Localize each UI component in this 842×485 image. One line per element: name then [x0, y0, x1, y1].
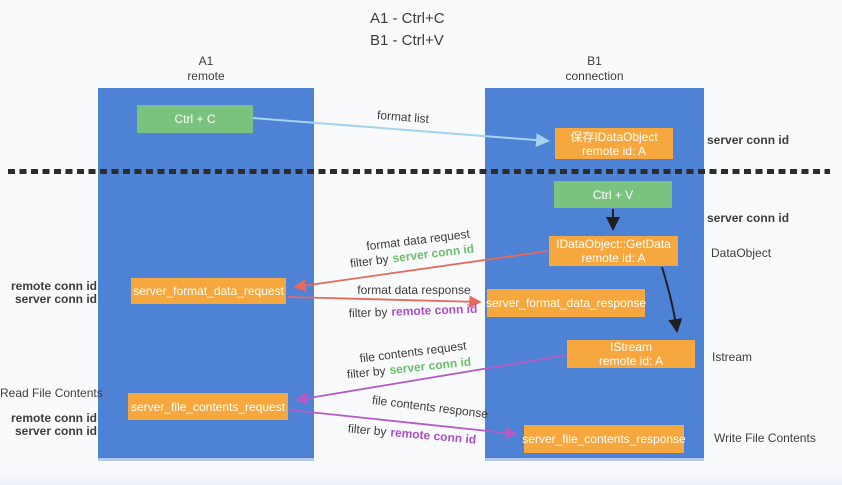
file-contents-response-text: file contents response [371, 392, 489, 422]
ctrl-v-action-box: Ctrl + V [554, 181, 672, 208]
server-conn-id-annotation-left-bottom: server conn id [14, 424, 97, 438]
server-format-data-request-label: server_format_data_request [133, 284, 284, 298]
istream-line2: remote id: A [598, 354, 664, 368]
server-format-data-response-label: server_format_data_response [485, 296, 647, 310]
save-dataobject-line2: remote id: A [581, 143, 647, 158]
server-format-data-response-box: server_format_data_response [485, 289, 647, 317]
server-format-data-request-box: server_format_data_request [131, 278, 286, 304]
remote-conn-id-annotation-left-bottom: remote conn id [10, 411, 97, 425]
server-file-contents-response-box: server_file_contents_response [522, 425, 686, 453]
lifeline-b1-subtitle: connection [565, 69, 624, 83]
lifeline-b1-header: B1 connection [485, 54, 704, 84]
server-conn-id-annotation-left-top: server conn id [14, 292, 97, 306]
remote-conn-id-text: remote conn id [389, 425, 477, 447]
ctrl-v-label: Ctrl + V [592, 187, 634, 202]
format-list-label: format list [377, 108, 430, 126]
server-conn-id-annotation-mid: server conn id [707, 211, 790, 225]
getdata-box: IDataObject::GetData remote id: A [549, 236, 678, 266]
istream-box: IStream remote id: A [567, 340, 695, 368]
filter-by-text: filter by [347, 421, 388, 439]
istream-annotation: Istream [712, 350, 753, 364]
istream-line1: IStream [609, 340, 652, 354]
ctrl-c-action-box: Ctrl + C [137, 105, 253, 133]
lifeline-a1-subtitle: remote [187, 69, 225, 83]
server-file-contents-request-label: server_file_contents_request [130, 399, 286, 414]
page-bottom-fade [0, 473, 842, 485]
dataobject-annotation: DataObject [711, 246, 772, 260]
diagram-title: A1 - Ctrl+C B1 - Ctrl+V [370, 8, 445, 52]
lifeline-a1-name: A1 [198, 54, 214, 68]
server-file-contents-response-label: server_file_contents_response [522, 432, 686, 446]
ctrl-c-label: Ctrl + C [174, 112, 216, 126]
diagram-title-line1: A1 - Ctrl+C [370, 10, 445, 27]
machine-boundary-dotted-line [8, 169, 830, 174]
format-data-response-filter-label: filter by remote conn id [348, 302, 477, 320]
format-data-response-text: format data response [357, 283, 471, 297]
lifeline-b1-name: B1 [587, 54, 602, 68]
format-list-text: format list [376, 107, 430, 127]
getdata-line1: IDataObject::GetData [556, 237, 671, 251]
lifeline-a1-header: A1 remote [98, 54, 314, 84]
arrow-format-data-response [287, 295, 482, 309]
filter-by-text: filter by [349, 251, 390, 271]
write-file-contents-annotation: Write File Contents [714, 431, 816, 445]
filter-by-text: filter by [346, 363, 387, 382]
read-file-contents-annotation: Read File Contents [0, 386, 103, 400]
save-dataobject-line1: 保存IDataObject [570, 129, 658, 144]
remote-conn-id-text: remote conn id [391, 301, 478, 319]
file-contents-response-filter-label: filter by remote conn id [347, 421, 476, 446]
format-data-response-label: format data response [357, 283, 470, 297]
filter-by-text: filter by [348, 304, 388, 321]
getdata-line2: remote id: A [581, 251, 646, 265]
save-dataobject-box: 保存IDataObject remote id: A [555, 128, 673, 159]
diagram-title-line2: B1 - Ctrl+V [370, 32, 444, 49]
server-file-contents-request-box: server_file_contents_request [128, 393, 288, 420]
remote-conn-id-annotation-left-top: remote conn id [10, 279, 97, 293]
file-contents-response-label: file contents response [371, 393, 489, 421]
server-conn-id-annotation-top: server conn id [707, 133, 790, 147]
